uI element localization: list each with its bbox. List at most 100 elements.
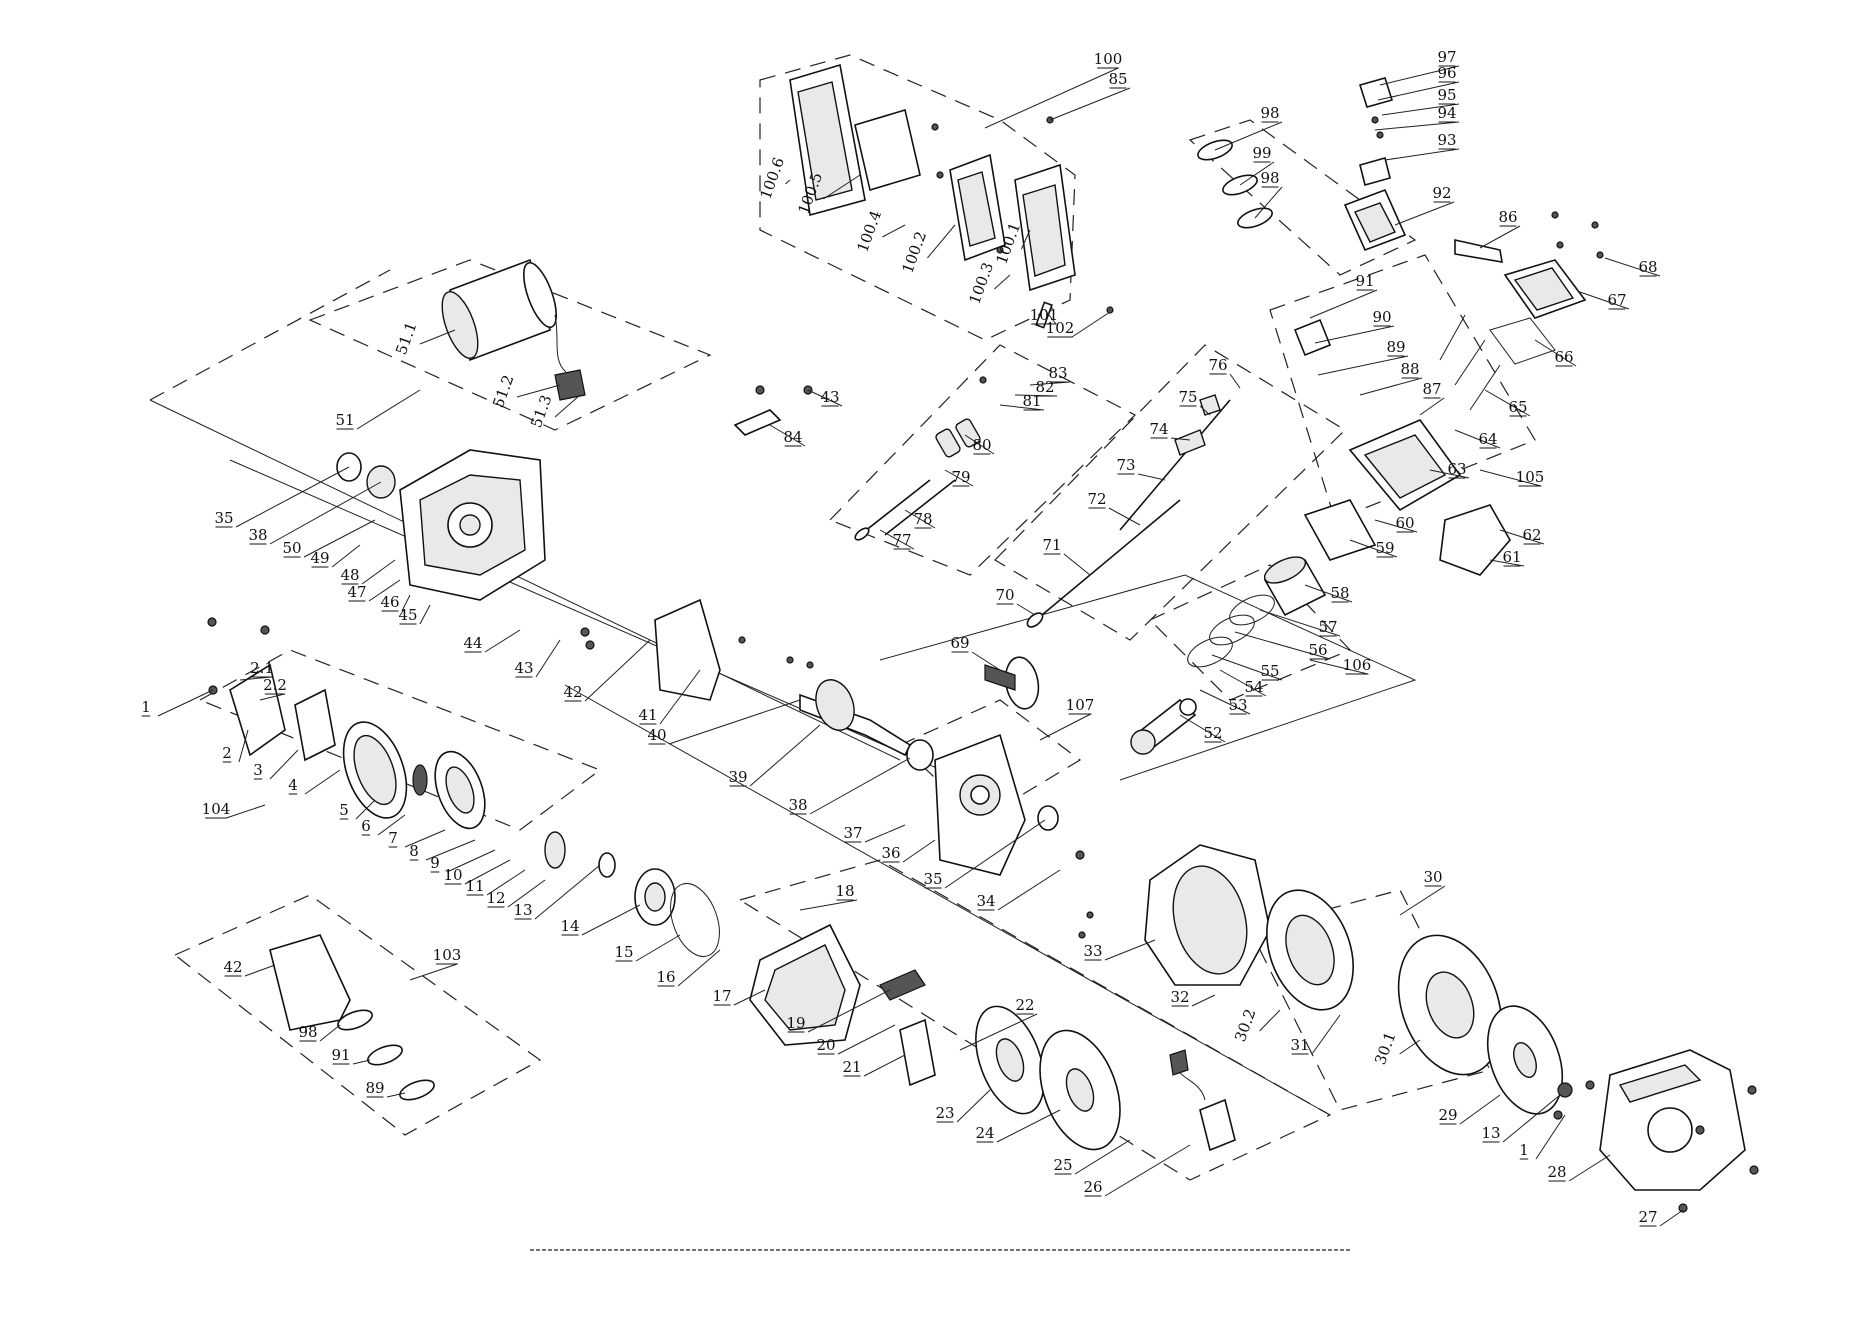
- callout-number: 1: [1519, 1141, 1529, 1159]
- callout-number: 80: [972, 436, 991, 454]
- callout-35b: 35: [923, 819, 1046, 889]
- callout-leader: [984, 67, 1119, 129]
- callout-52: 52: [1179, 714, 1226, 743]
- callout-leader: [331, 544, 361, 568]
- head-gasket: [1303, 499, 1377, 561]
- air-cleaner-cover: [1014, 163, 1076, 292]
- callout-number: 57: [1318, 618, 1337, 636]
- callout-number: 100.4: [853, 208, 885, 255]
- callout-leader: [269, 481, 382, 545]
- callout-48: 48: [340, 559, 396, 585]
- callout-number: 41: [638, 706, 657, 724]
- callout-77: 77: [879, 529, 915, 550]
- callout-number: 14: [560, 917, 579, 935]
- valves: [854, 479, 1181, 628]
- piston-rings: [1187, 594, 1275, 668]
- callout-number: 18: [835, 882, 854, 900]
- callout-85: 85: [1049, 70, 1131, 121]
- callout-number: 50: [282, 539, 301, 557]
- callout-93: 93: [1384, 131, 1460, 161]
- callout-number: 34: [976, 892, 995, 910]
- callout-number: 30: [1423, 868, 1442, 886]
- callout-leader: [1137, 473, 1166, 481]
- callout-leader: [1304, 584, 1353, 603]
- callout-number: 70: [995, 586, 1014, 604]
- callout-leader: [1359, 377, 1423, 396]
- callout-number: 74: [1149, 420, 1168, 438]
- callout-91b: 91: [331, 1046, 371, 1065]
- callout-number: 51.3: [527, 393, 555, 431]
- callout-leader: [864, 824, 906, 843]
- callout-number: 2.2: [263, 676, 287, 694]
- callout-leader: [902, 839, 936, 863]
- callout-63: 63: [1429, 460, 1470, 479]
- callout-number: 26: [1083, 1178, 1102, 1196]
- callout-82: 82: [1014, 378, 1058, 397]
- callout-62: 62: [1499, 526, 1545, 545]
- callout-number: 79: [951, 468, 970, 486]
- callout-100: 100: [984, 50, 1123, 129]
- callout-leader: [1239, 161, 1275, 186]
- callout-leader: [1311, 1014, 1341, 1055]
- rocker-cover: [1503, 259, 1587, 319]
- callout-103: 103: [409, 946, 461, 981]
- callout-leader: [1259, 609, 1341, 637]
- callout-1a: 1: [141, 689, 214, 717]
- callout-leader: [677, 949, 721, 987]
- callout-leader: [1377, 81, 1460, 101]
- callout-54: 54: [1219, 669, 1267, 697]
- callout-86: 86: [1479, 208, 1521, 249]
- callout-number: 69: [950, 634, 969, 652]
- callout-67: 67: [1579, 291, 1630, 310]
- crankcase-cover: [934, 733, 1026, 876]
- callout-number: 100: [1094, 50, 1123, 68]
- callout-14: 14: [560, 904, 641, 936]
- callout-leader: [996, 1109, 1061, 1143]
- callout-26: 26: [1083, 1144, 1191, 1197]
- callout-57: 57: [1259, 609, 1341, 637]
- callout-number: 104: [202, 800, 231, 818]
- callout-72: 72: [1087, 490, 1141, 526]
- callout-56: 56: [1234, 631, 1331, 660]
- callout-leader: [157, 689, 214, 717]
- gasket-set: [269, 934, 435, 1101]
- callout-leader: [1104, 1144, 1191, 1197]
- callout-leader: [1659, 1209, 1684, 1227]
- callout-number: 1: [141, 698, 151, 716]
- callout-number: 5: [339, 801, 349, 819]
- callout-number: 98: [1260, 104, 1279, 122]
- callout-79: 79: [944, 468, 974, 487]
- callout-leader: [1489, 559, 1525, 567]
- callout-leader: [1459, 1094, 1501, 1125]
- callout-61: 61: [1489, 548, 1525, 567]
- callout-42a: 42: [563, 639, 651, 702]
- callout-number: 67: [1607, 291, 1626, 309]
- callout-leader: [368, 579, 401, 602]
- callout-number: 12: [486, 889, 505, 907]
- callout-81: 81: [999, 392, 1045, 411]
- callout-91a: 91: [1309, 272, 1378, 319]
- callout-leader: [1020, 229, 1031, 250]
- callout-49: 49: [310, 544, 361, 568]
- callout-number: 15: [614, 943, 633, 961]
- callout-leader: [999, 404, 1045, 411]
- callout-22: 22: [959, 996, 1038, 1051]
- callout-leader: [304, 769, 341, 795]
- oil-seal-cover: [1037, 805, 1059, 831]
- callout-24: 24: [975, 1109, 1061, 1143]
- callout-leader: [1254, 186, 1283, 219]
- callout-11: 11: [465, 869, 526, 896]
- callout-leader: [1314, 325, 1395, 344]
- callout-51: 51: [335, 389, 421, 430]
- callout-number: 13: [1481, 1124, 1500, 1142]
- rocker-cover-gasket: [1489, 317, 1556, 365]
- callout-number: 33: [1083, 942, 1102, 960]
- callout-leader: [581, 904, 641, 936]
- callout-leader: [484, 629, 521, 653]
- callout-100-3: 100.3: [965, 260, 1011, 307]
- callout-number: 66: [1554, 348, 1573, 366]
- callout-number: 82: [1035, 378, 1054, 396]
- callout-2-1: 2.1: [239, 659, 274, 681]
- callout-leader: [959, 1013, 1038, 1051]
- starter-cup: [634, 868, 676, 926]
